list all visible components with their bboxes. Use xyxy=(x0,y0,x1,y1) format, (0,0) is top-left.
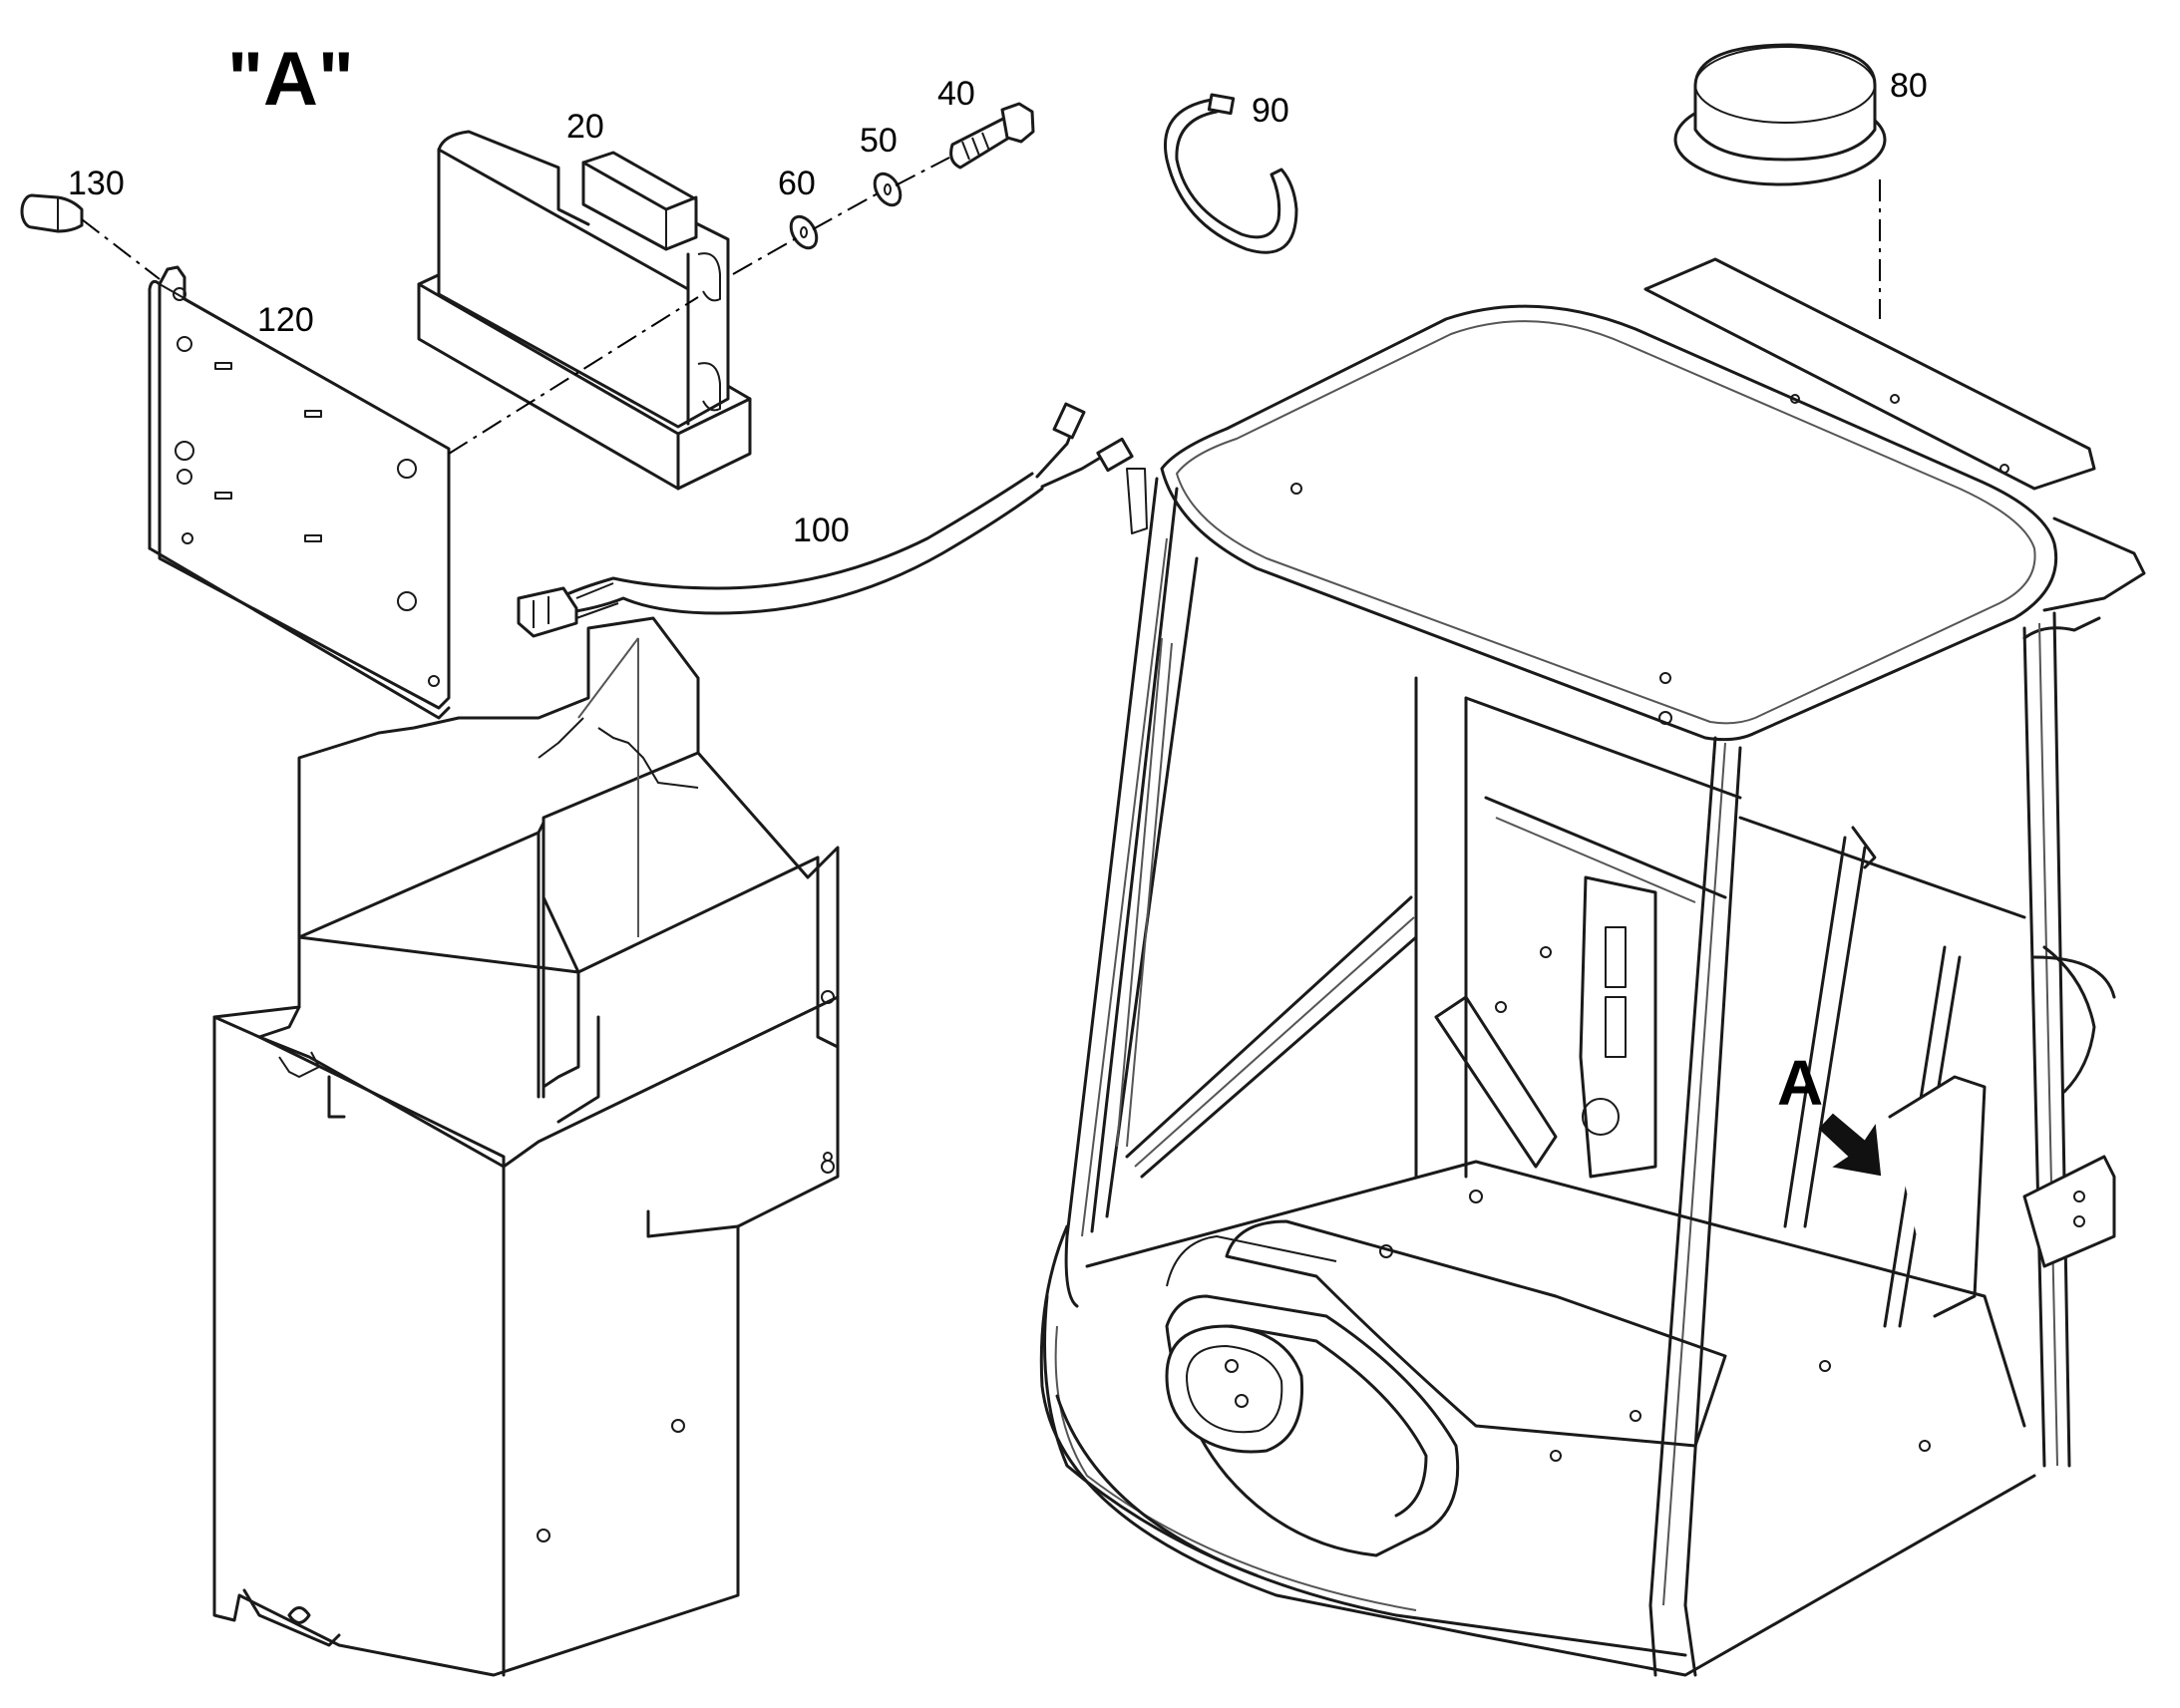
washer-60 xyxy=(789,214,819,250)
label-part-130: 130 xyxy=(68,165,125,202)
control-unit-20 xyxy=(417,130,752,491)
bolt-40 xyxy=(949,102,1035,170)
view-title: "A" xyxy=(227,37,354,122)
label-part-100: 100 xyxy=(793,512,850,549)
label-part-40: 40 xyxy=(937,75,975,113)
label-part-90: 90 xyxy=(1252,92,1289,130)
detail-arrow-icon xyxy=(1818,1113,1882,1177)
bracket-housing xyxy=(212,616,840,1677)
detail-marker-label: A xyxy=(1777,1047,1823,1119)
beacon-lamp-80 xyxy=(1673,43,1887,186)
label-part-20: 20 xyxy=(566,108,604,146)
label-part-60: 60 xyxy=(778,165,816,202)
assembly-axis-lines xyxy=(81,157,1881,455)
label-part-120: 120 xyxy=(257,301,314,339)
detail-marker-a: A xyxy=(1777,1047,1882,1177)
label-part-80: 80 xyxy=(1890,67,1928,105)
part-labels: 20 40 50 60 80 90 100 120 130 xyxy=(68,67,1928,549)
label-part-50: 50 xyxy=(860,122,898,160)
mounting-plate-120 xyxy=(148,265,451,720)
operator-cab xyxy=(1039,257,2146,1677)
cable-tie-90 xyxy=(1164,93,1298,254)
plug-screw-130 xyxy=(20,193,84,233)
washer-50 xyxy=(873,171,903,207)
wiring-harness-100 xyxy=(517,402,1134,638)
